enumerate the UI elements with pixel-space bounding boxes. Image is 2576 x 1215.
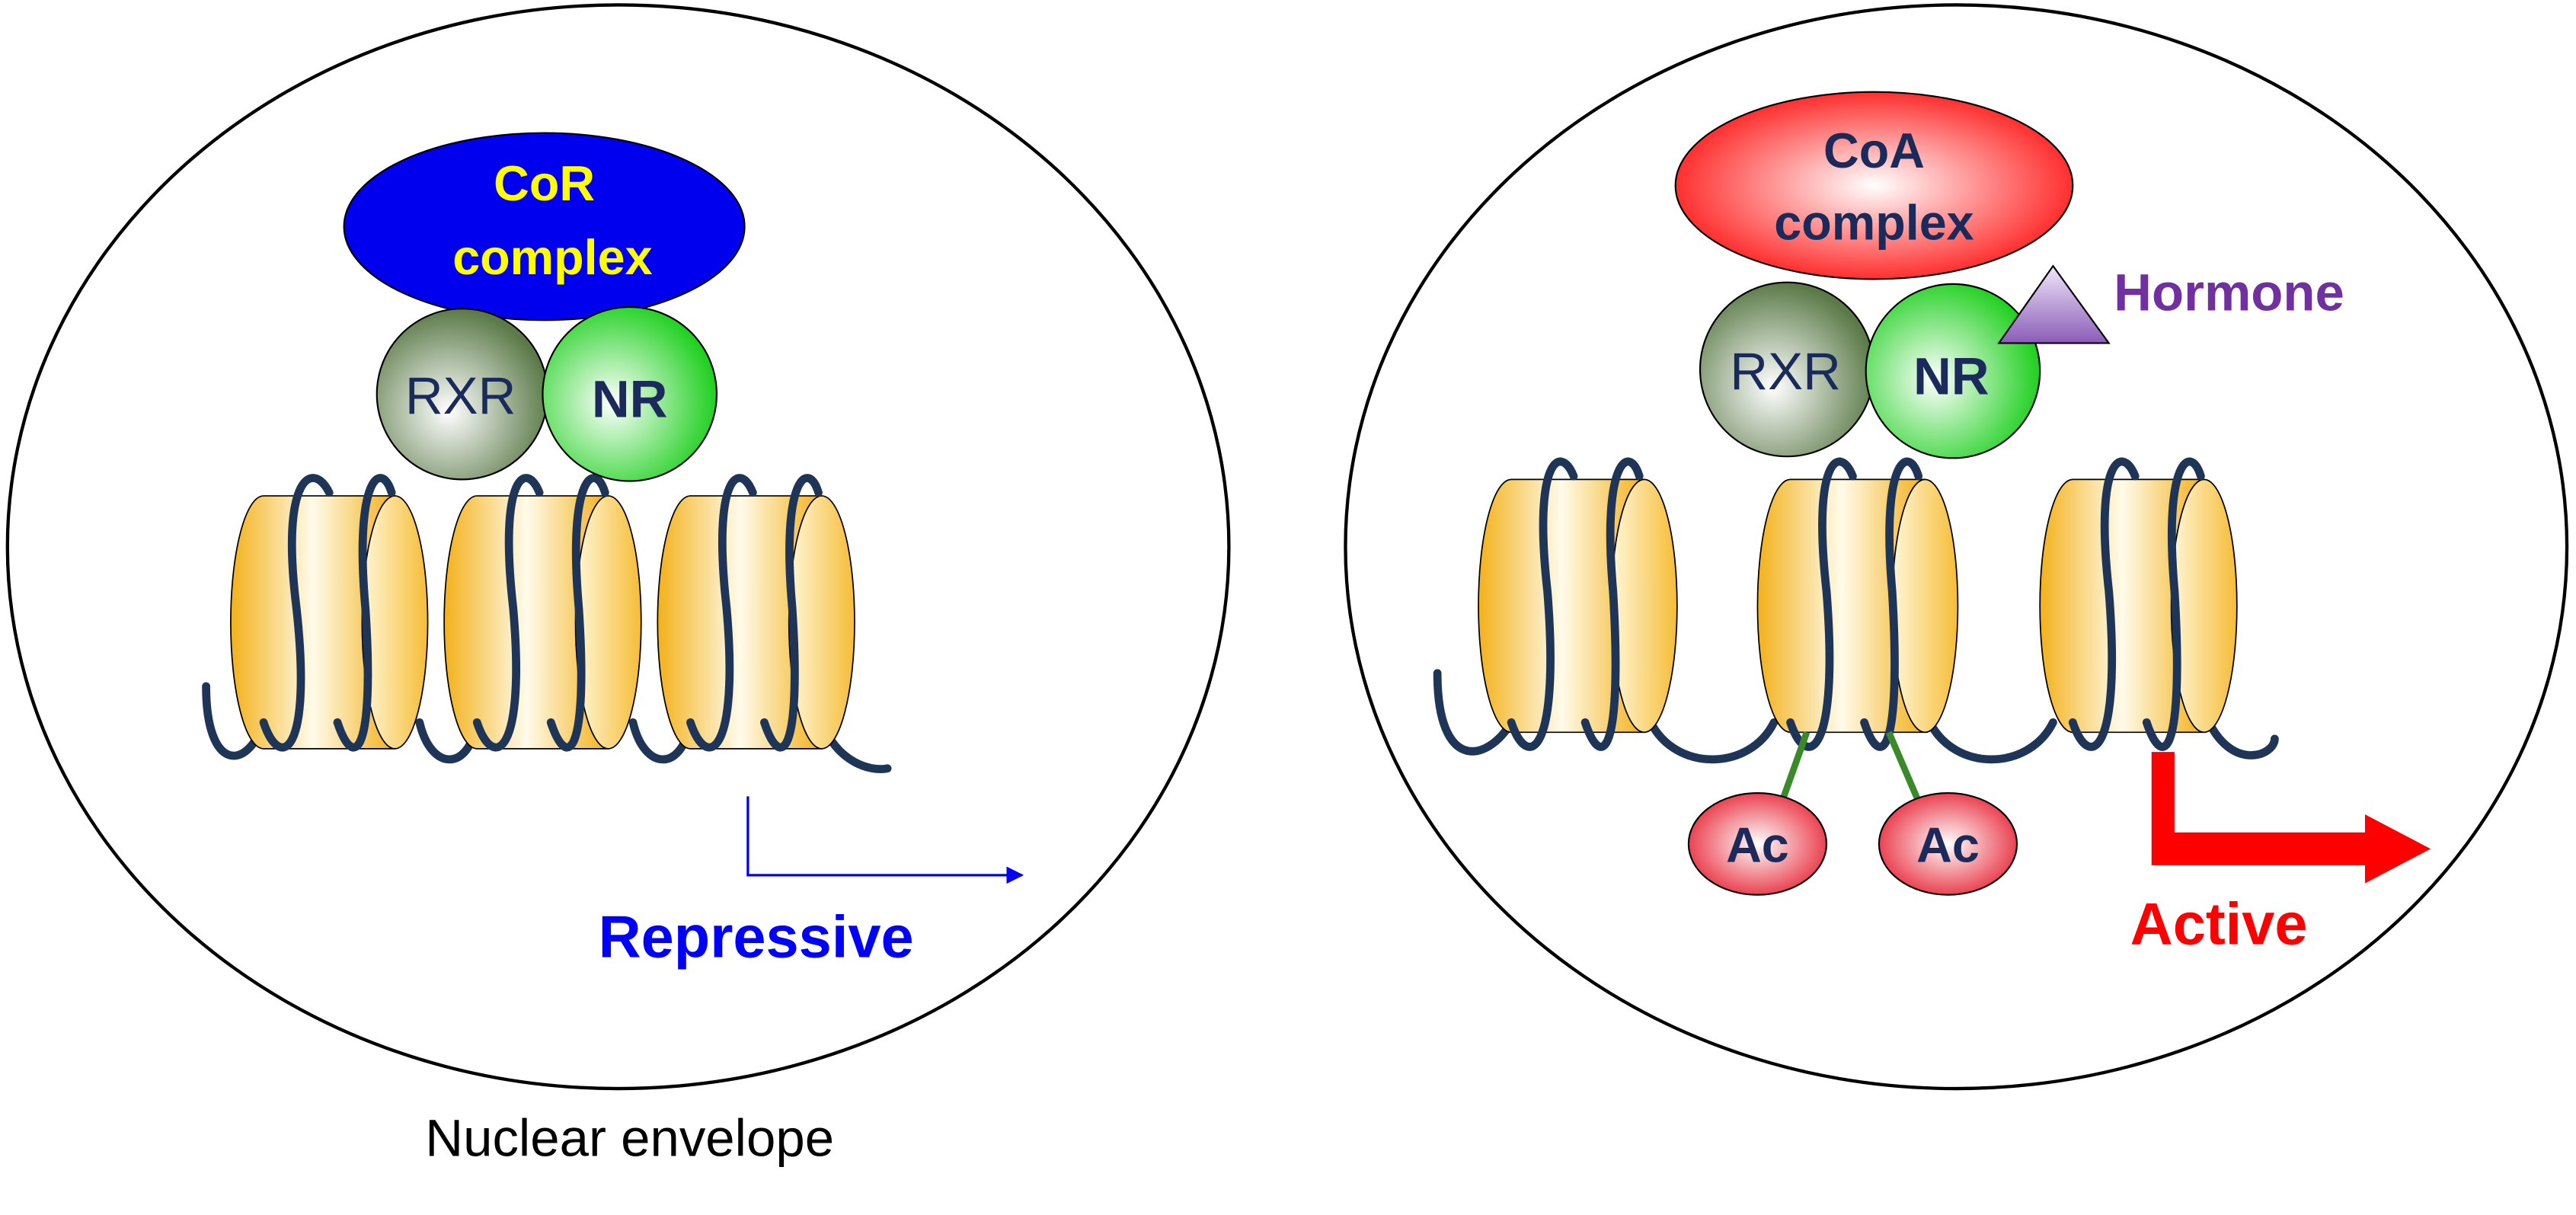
hormone-label: Hormone xyxy=(2114,263,2344,321)
right-coactivator-complex xyxy=(1674,91,2074,280)
right-nr-circle xyxy=(1865,283,2041,459)
right-nr-label: NR xyxy=(1913,347,1990,405)
left-corepressor-complex xyxy=(343,132,746,321)
left-nr-circle xyxy=(542,305,718,482)
right-nucleus: Ac Ac CoA complex RXR NR Hormone Active xyxy=(1344,3,2569,1091)
right-nucleosome-3 xyxy=(2039,457,2238,751)
acetyl-label-2: Ac xyxy=(1916,817,1980,873)
right-dna-strand xyxy=(1433,669,2279,764)
left-nr-label: NR xyxy=(592,369,668,428)
left-dna-strand xyxy=(202,682,892,773)
caption-nuclear-envelope: Nuclear envelope xyxy=(425,1108,834,1167)
acetyl-mark-1 xyxy=(1687,791,1828,896)
right-active-arrow xyxy=(2151,752,2431,884)
left-nucleosome-1 xyxy=(230,474,429,752)
left-repressive-arrow xyxy=(746,796,1024,884)
left-nucleosome-3 xyxy=(657,474,855,752)
right-nucleosome-1 xyxy=(1478,457,1678,751)
left-state-label: Repressive xyxy=(599,905,914,970)
acetyl-mark-2 xyxy=(1878,791,2018,896)
hormone-triangle-icon xyxy=(1997,264,2111,344)
right-complex-label-line2: complex xyxy=(1774,195,1974,251)
acetyl-link-2 xyxy=(1885,731,1922,803)
right-state-label: Active xyxy=(2130,891,2308,957)
left-nucleosome-2 xyxy=(443,474,642,752)
left-nucleus: CoR complex RXR NR Repressive xyxy=(5,3,1231,1091)
acetyl-label-1: Ac xyxy=(1726,817,1789,873)
right-nucleosome-2 xyxy=(1756,457,1959,751)
right-rxr-label: RXR xyxy=(1730,342,1841,401)
left-nuclear-envelope xyxy=(5,3,1231,1091)
right-complex-label-line1: CoA xyxy=(1823,123,1925,178)
left-rxr-label: RXR xyxy=(405,366,516,425)
left-complex-label-line1: CoR xyxy=(494,155,595,211)
left-complex-label-line2: complex xyxy=(452,229,652,285)
acetyl-link-1 xyxy=(1779,731,1811,803)
right-nuclear-envelope xyxy=(1344,3,2569,1091)
